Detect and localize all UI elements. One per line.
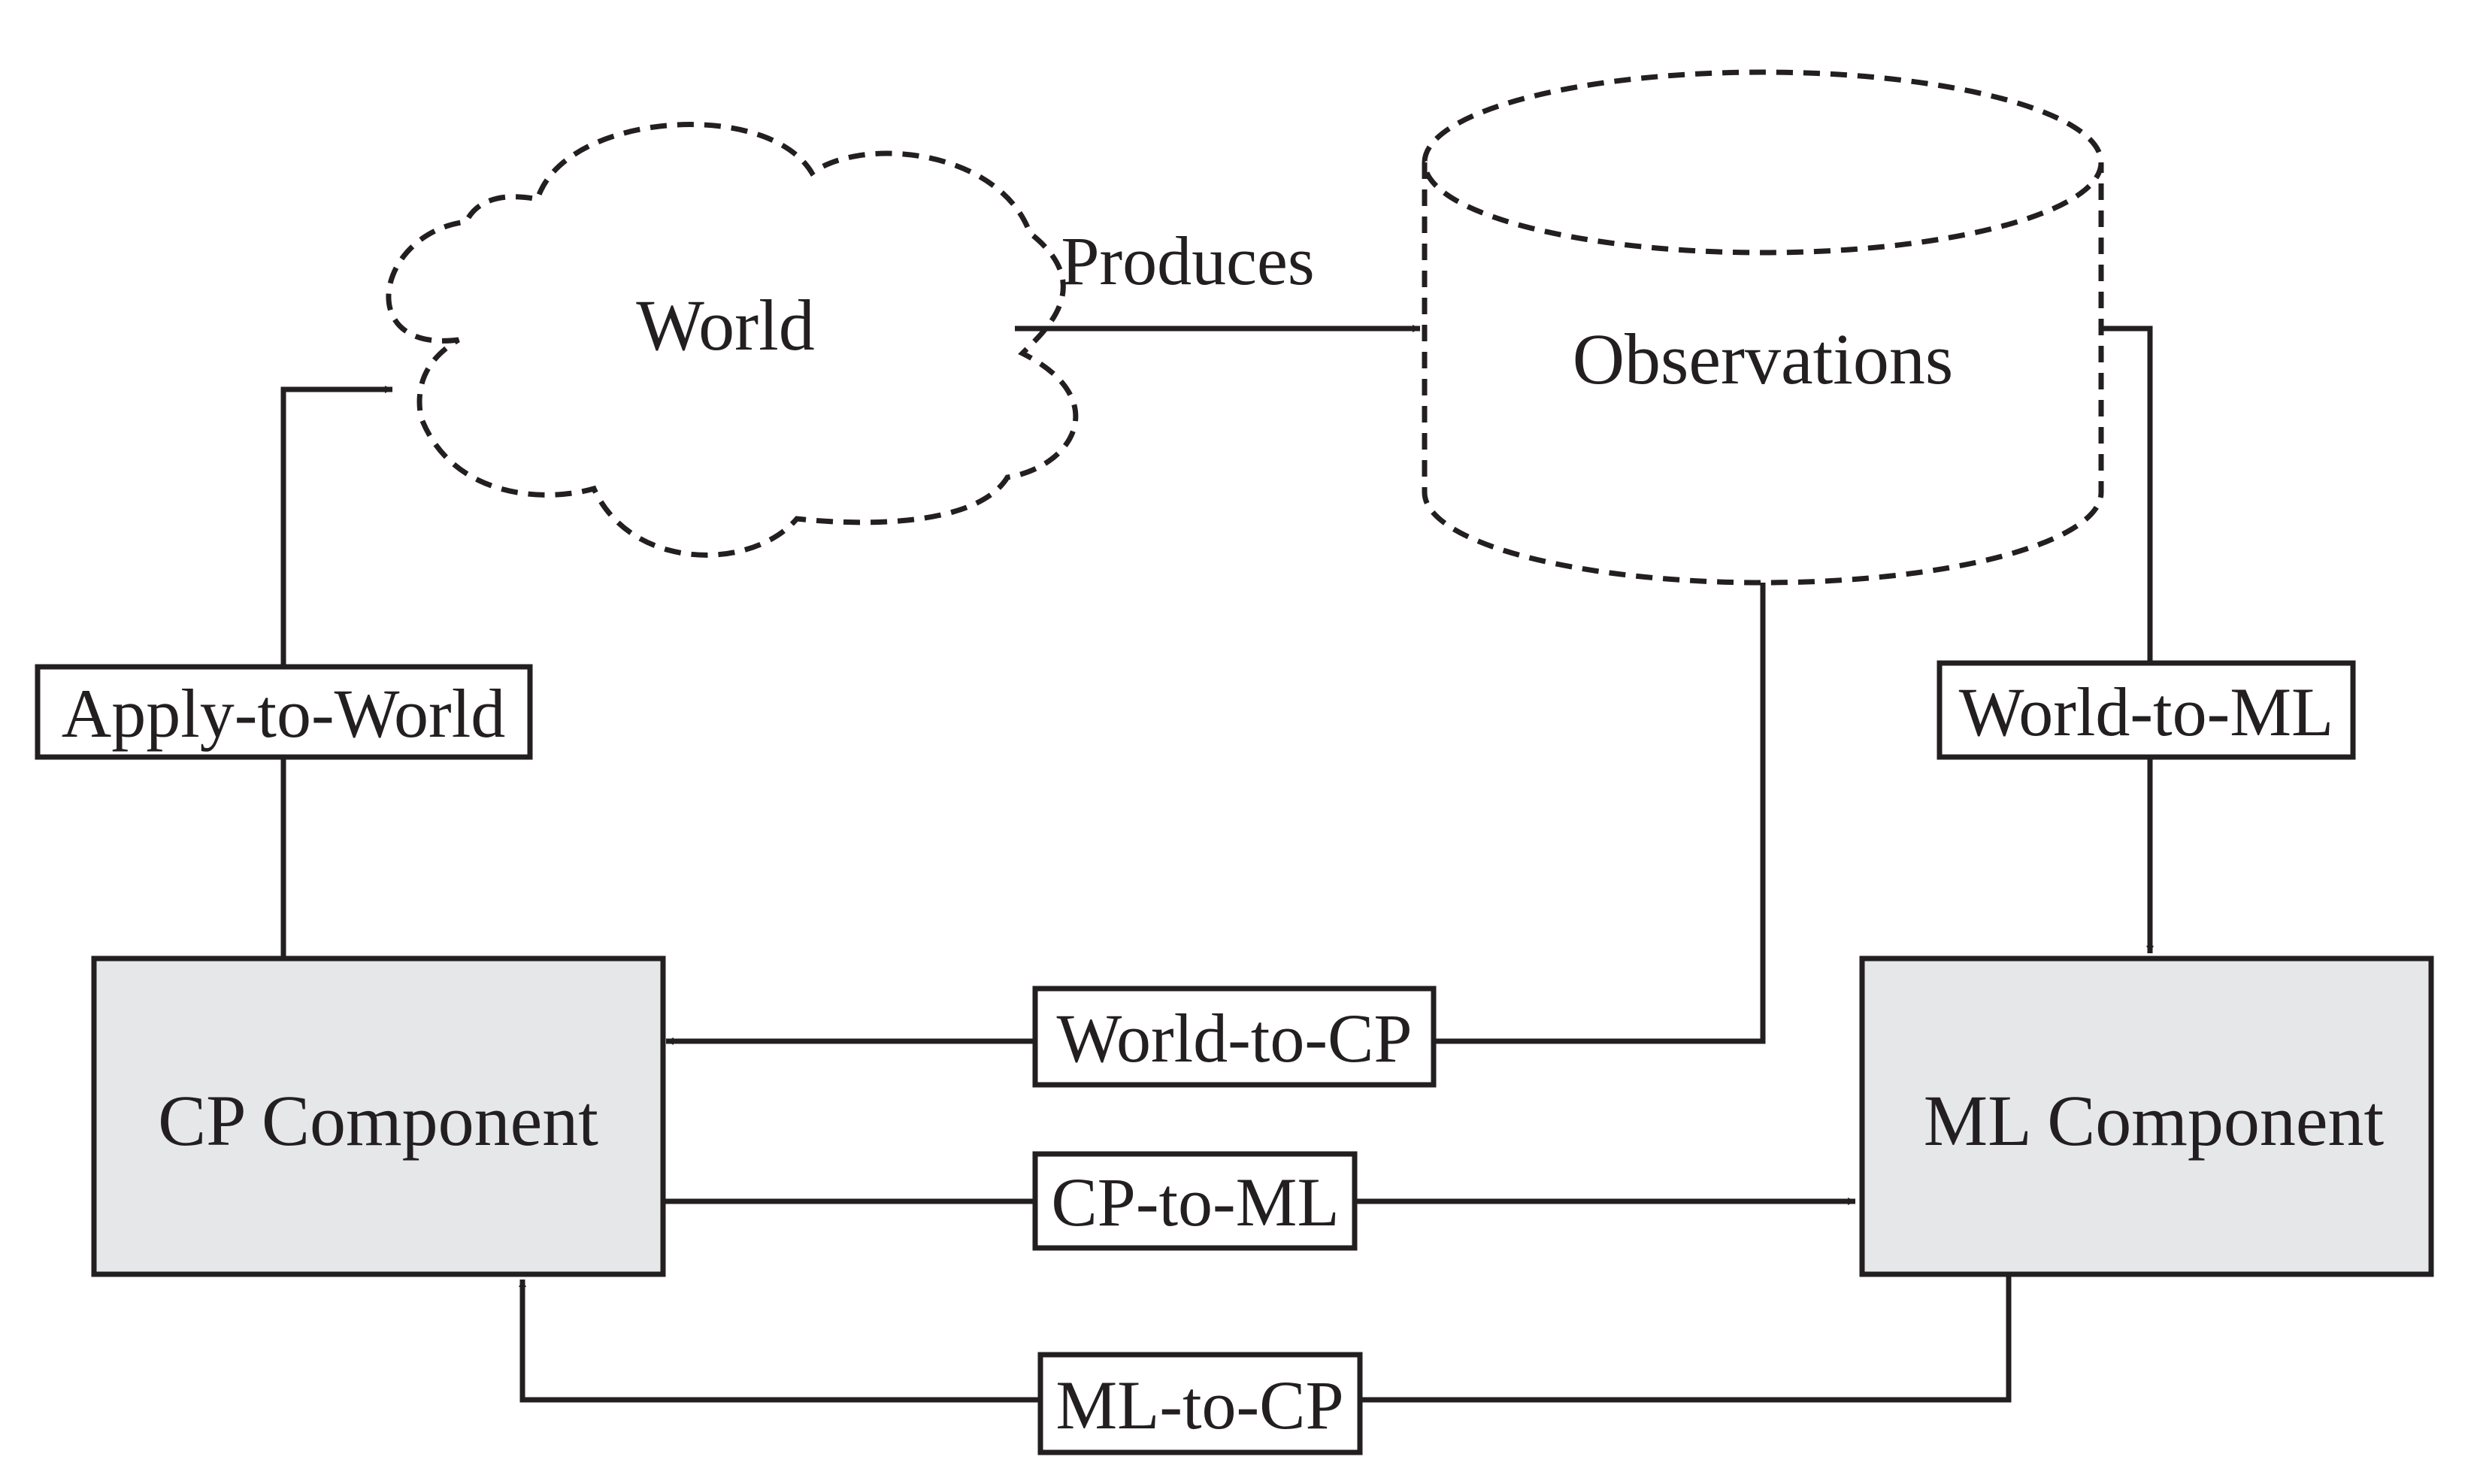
ml-component-label: ML Component xyxy=(1924,1080,2385,1161)
cp-to-ml-label: CP-to-ML xyxy=(1051,1164,1339,1240)
apply-to-world-arrow xyxy=(280,386,392,959)
ml-to-cp-label-box xyxy=(1037,1352,1363,1455)
observations-cylinder-body xyxy=(1422,162,2104,586)
world-to-cp-label: World-to-CP xyxy=(1056,1000,1412,1077)
ml-component-box xyxy=(1859,956,2434,1277)
ml-to-cp-edge: ML-to-CP xyxy=(519,1275,2012,1455)
produces-label: Produces xyxy=(1061,223,1314,299)
world-to-cp-edge: World-to-CP xyxy=(666,583,1766,1088)
apply-to-world-label: Apply-to-World xyxy=(62,675,506,752)
world-to-cp-label-box xyxy=(1032,986,1437,1088)
apply-to-world-label-box xyxy=(35,664,533,760)
world-label: World xyxy=(636,285,815,365)
ml-component-node: ML Component xyxy=(1859,956,2434,1277)
observations-label: Observations xyxy=(1573,319,1954,399)
world-to-cp-arrow xyxy=(666,583,1766,1045)
cp-component-box xyxy=(91,956,666,1277)
cp-component-label: CP Component xyxy=(158,1080,598,1161)
world-to-ml-label: World-to-ML xyxy=(1959,674,2334,750)
world-to-ml-label-box xyxy=(1937,660,2356,760)
world-to-ml-arrow xyxy=(2101,326,2154,953)
cp-to-ml-label-box xyxy=(1032,1151,1358,1251)
ml-to-cp-label: ML-to-CP xyxy=(1055,1367,1343,1443)
apply-to-world-edge: Apply-to-World xyxy=(35,386,533,959)
produces-edge: Produces xyxy=(1015,223,1420,332)
world-cloud-shape xyxy=(386,122,1079,558)
world-node: World xyxy=(386,122,1079,558)
cp-to-ml-edge: CP-to-ML xyxy=(663,1151,1855,1251)
cp-component-node: CP Component xyxy=(91,956,666,1277)
world-to-ml-edge: World-to-ML xyxy=(1937,326,2356,953)
observations-node: Observations xyxy=(1422,69,2104,586)
observations-cylinder-top xyxy=(1422,69,2104,256)
